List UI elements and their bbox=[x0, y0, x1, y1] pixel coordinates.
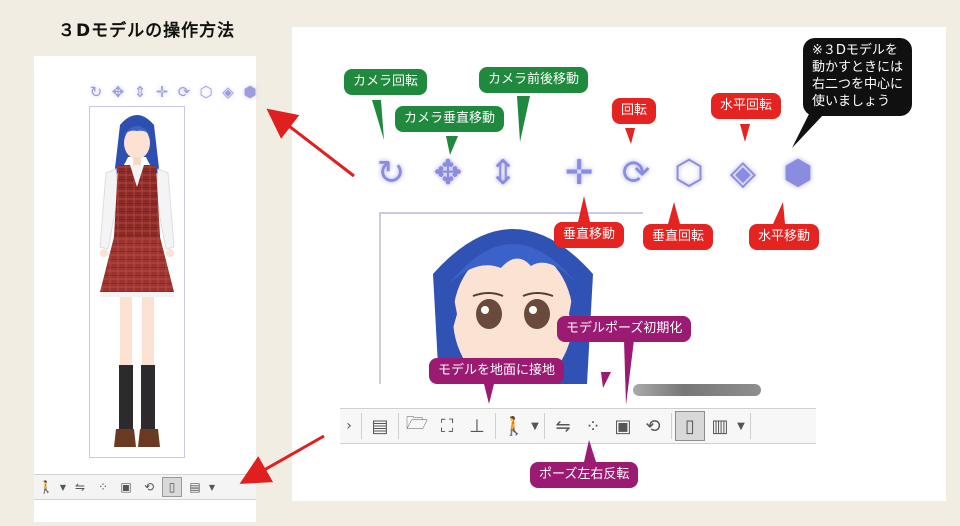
callout-horizontal-rotate: 水平回転 bbox=[711, 93, 782, 120]
callout-tail bbox=[517, 96, 530, 142]
camera-rotate-icon[interactable]: ↻ bbox=[89, 83, 103, 101]
pose-flip-icon[interactable]: ⇋ bbox=[74, 480, 86, 494]
rotate-icon[interactable]: ⟳ bbox=[621, 153, 651, 193]
cube-icon[interactable]: ▣ bbox=[614, 415, 632, 437]
callout-tail bbox=[584, 440, 596, 462]
horizontal-rotate-icon[interactable]: ◈ bbox=[222, 83, 234, 101]
callout-tail bbox=[740, 124, 750, 142]
page-title: ３Dモデルの操作方法 bbox=[58, 21, 236, 41]
model-viewport[interactable] bbox=[89, 106, 185, 458]
chevron-down-icon[interactable]: ▼ bbox=[208, 482, 216, 492]
panel-icon[interactable]: ▤ bbox=[189, 480, 201, 494]
cube-rotate-icon[interactable]: ⟲ bbox=[143, 480, 155, 494]
chevron-right-icon[interactable]: › bbox=[346, 418, 352, 434]
arrow-to-mini-icons bbox=[266, 108, 355, 178]
callout-tail bbox=[601, 372, 611, 388]
vertical-move-icon[interactable]: ✛ bbox=[155, 83, 169, 101]
callout-camera-forward-back: カメラ前後移動 bbox=[479, 67, 589, 94]
fit-frame-icon[interactable]: ⛶ bbox=[440, 415, 454, 437]
callout-pose-flip: ポーズ左右反転 bbox=[530, 462, 639, 489]
callout-note: ※３Dモデルを 動かすときには 右二つを中心に 使いましょう bbox=[803, 38, 913, 116]
chevron-down-icon[interactable]: ▼ bbox=[59, 482, 67, 492]
toolbar-separator bbox=[544, 413, 545, 439]
ground-icon[interactable]: ⊥ bbox=[469, 415, 485, 437]
book-icon[interactable]: ▯ bbox=[675, 411, 705, 441]
callout-horizontal-move: 水平移動 bbox=[749, 224, 820, 251]
vertical-rotate-icon[interactable]: ⬡ bbox=[674, 153, 704, 193]
camera-vertical-move-icon[interactable]: ✥ bbox=[111, 83, 125, 101]
pose-flip-icon[interactable]: ⇋ bbox=[555, 415, 571, 437]
toolbar-separator bbox=[671, 413, 672, 439]
pose-figure-icon[interactable]: 🚶 bbox=[38, 480, 54, 494]
chevron-down-icon[interactable]: ▼ bbox=[531, 420, 539, 432]
callout-camera-rotate: カメラ回転 bbox=[344, 69, 428, 96]
open-folder-icon[interactable]: 🗁 bbox=[405, 413, 429, 434]
full-body-model-illustration bbox=[99, 115, 175, 447]
list-icon[interactable]: ▤ bbox=[371, 415, 389, 437]
horizontal-move-icon[interactable]: ⬢ bbox=[243, 83, 257, 101]
camera-forward-back-icon[interactable]: ⇕ bbox=[133, 83, 147, 101]
pose-init-icon[interactable]: ⁘ bbox=[585, 415, 601, 437]
callout-camera-vertical-move: カメラ垂直移動 bbox=[395, 106, 505, 133]
vertical-rotate-icon[interactable]: ⬡ bbox=[199, 83, 213, 101]
callout-tail bbox=[578, 196, 590, 222]
model-toolbar: › ▤ 🗁 ⛶ ⊥ 🚶 ▼ ⇋ ⁘ ▣ ⟲ ▯ ▥ ▼ bbox=[340, 408, 816, 444]
toolbar-separator bbox=[495, 413, 496, 439]
callout-tail bbox=[773, 202, 785, 224]
horizontal-rotate-icon[interactable]: ◈ bbox=[729, 153, 757, 193]
callout-tail bbox=[625, 128, 635, 144]
model-face-illustration bbox=[433, 229, 593, 384]
callout-tail bbox=[792, 110, 824, 148]
callout-model-pose-init: モデルポーズ初期化 bbox=[557, 316, 692, 343]
camera-forward-back-icon[interactable]: ⇕ bbox=[488, 153, 518, 193]
hidden-area-scribble bbox=[633, 384, 761, 396]
callout-tail bbox=[624, 340, 634, 405]
book-icon[interactable]: ▯ bbox=[162, 477, 182, 497]
toolbar-separator bbox=[750, 413, 751, 439]
callout-rotate: 回転 bbox=[612, 98, 657, 125]
callout-tail bbox=[446, 136, 458, 155]
mini-toolbar: 🚶 ▼ ⇋ ⁘ ▣ ⟲ ▯ ▤ ▼ bbox=[34, 474, 256, 500]
arrow-to-mini-toolbar bbox=[239, 434, 325, 484]
toolbar-separator bbox=[398, 413, 399, 439]
horizontal-move-icon[interactable]: ⬢ bbox=[783, 153, 813, 193]
pose-init-icon[interactable]: ⁘ bbox=[97, 480, 109, 494]
chevron-down-icon[interactable]: ▼ bbox=[737, 420, 745, 432]
mini-manipulator-icons: ↻ ✥ ⇕ ✛ ⟳ ⬡ ◈ ⬢ bbox=[86, 82, 260, 104]
cube-icon[interactable]: ▣ bbox=[120, 480, 132, 494]
callout-model-to-ground: モデルを地面に接地 bbox=[429, 358, 565, 385]
callout-tail bbox=[372, 100, 384, 140]
camera-vertical-move-icon[interactable]: ✥ bbox=[433, 153, 463, 193]
vertical-move-icon[interactable]: ✛ bbox=[564, 153, 594, 193]
cube-rotate-icon[interactable]: ⟲ bbox=[645, 415, 661, 437]
callout-tail bbox=[668, 202, 680, 224]
toolbar-separator bbox=[361, 413, 362, 439]
pose-figure-icon[interactable]: 🚶 bbox=[502, 415, 526, 437]
panel-icon[interactable]: ▥ bbox=[711, 415, 729, 437]
callout-tail bbox=[483, 380, 495, 404]
callout-vertical-move: 垂直移動 bbox=[554, 222, 625, 249]
callout-vertical-rotate: 垂直回転 bbox=[643, 224, 714, 251]
rotate-icon[interactable]: ⟳ bbox=[177, 83, 191, 101]
camera-rotate-icon[interactable]: ↻ bbox=[376, 153, 406, 193]
